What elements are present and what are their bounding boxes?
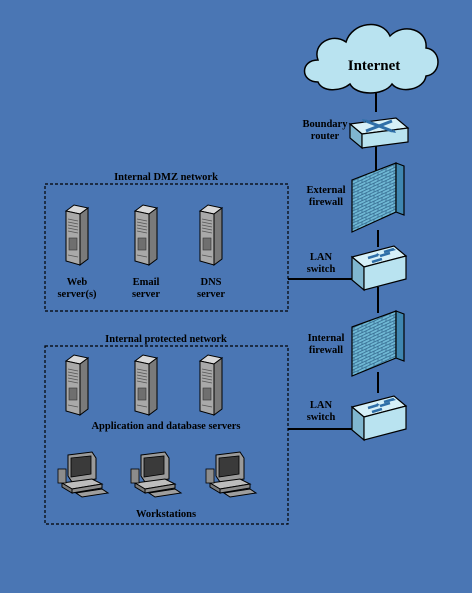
protected-servers: [64, 354, 224, 416]
external-firewall-node: External firewall: [306, 162, 405, 233]
server-tower-icon: [133, 204, 159, 266]
server-tower-icon: [198, 204, 224, 266]
dmz-server-label-line2: server: [132, 289, 160, 300]
protected-workstations: [57, 451, 258, 498]
external-firewall-label-line2: firewall: [309, 197, 343, 208]
dmz-network-title: Internal DMZ network: [114, 172, 218, 183]
connection-lines: [288, 90, 379, 430]
dmz-server-label-line1: DNS: [200, 277, 221, 288]
router-icon: [348, 117, 410, 150]
switch-icon: [350, 245, 408, 292]
internal-firewall-label-line1: Internal: [308, 333, 345, 344]
dmz-server-label-line1: Web: [67, 277, 88, 288]
protected-network-boundary: [44, 345, 289, 525]
dmz-switch-node: LAN switch: [307, 245, 408, 292]
internal-firewall-node: Internal firewall: [308, 310, 405, 377]
cloud-icon: [303, 23, 439, 94]
dmz-switch-label-line2: switch: [307, 264, 336, 275]
internal-firewall-label-line2: firewall: [309, 345, 343, 356]
workstation-icon: [57, 451, 110, 498]
dmz-network-group: Internal DMZ network Webserver(s)Emailse…: [44, 172, 289, 312]
dmz-server-label-line2: server(s): [57, 289, 97, 300]
boundary-router-label-line2: router: [311, 131, 340, 142]
dmz-server-label-line2: server: [197, 289, 225, 300]
boundary-router-node: Boundary router: [303, 117, 410, 150]
firewall-icon: [351, 162, 405, 233]
protected-network-group: Internal protected network Application a…: [44, 334, 289, 525]
server-tower-icon: [64, 354, 90, 416]
dmz-switch-label-line1: LAN: [310, 252, 333, 263]
firewall-icon: [351, 310, 405, 377]
workstation-icon: [130, 451, 183, 498]
workstations-label: Workstations: [136, 509, 196, 520]
dmz-network-boundary: [44, 183, 289, 312]
workstation-icon: [205, 451, 258, 498]
internet-node: Internet: [303, 23, 439, 94]
server-tower-icon: [64, 204, 90, 266]
external-firewall-label-line1: External: [306, 185, 345, 196]
app-db-servers-label: Application and database servers: [91, 421, 240, 432]
server-tower-icon: [198, 354, 224, 416]
dmz-server-label-line1: Email: [133, 277, 160, 288]
protected-network-title: Internal protected network: [105, 334, 227, 345]
protected-switch-node: LAN switch: [307, 395, 408, 442]
switch-icon: [350, 395, 408, 442]
boundary-router-label-line1: Boundary: [303, 119, 349, 130]
server-tower-icon: [133, 354, 159, 416]
protected-switch-label-line2: switch: [307, 412, 336, 423]
protected-switch-label-line1: LAN: [310, 400, 333, 411]
internet-label: Internet: [348, 58, 401, 74]
